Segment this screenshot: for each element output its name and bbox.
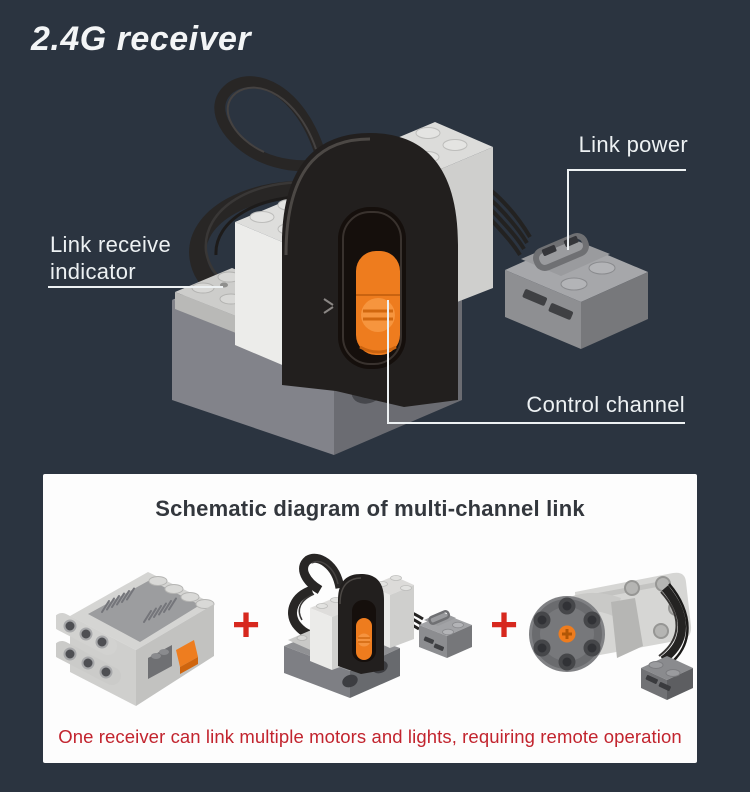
card-title: Schematic diagram of multi-channel link xyxy=(155,496,585,521)
xl-motor-image xyxy=(529,572,693,700)
annotation-line-control-channel-vertical xyxy=(387,300,389,424)
plus-icon: + xyxy=(489,599,519,652)
annotation-line-link-receive xyxy=(48,286,223,288)
schematic-card: Schematic diagram of multi-channel link xyxy=(43,474,697,763)
plus-icon: + xyxy=(231,599,261,652)
annotation-line-link-power-vertical xyxy=(567,169,569,250)
note-text: One receiver can link multiple motors an… xyxy=(58,726,682,747)
annotation-line-control-channel xyxy=(387,422,685,424)
battery-box-image xyxy=(56,572,215,706)
label-link-receive-line2: indicator xyxy=(50,259,136,284)
label-link-power: Link power xyxy=(578,132,688,157)
label-control-channel: Control channel xyxy=(526,392,685,417)
label-link-receive-indicator: Link receive indicator xyxy=(50,231,171,285)
mini-receiver-image xyxy=(284,553,472,698)
receiver-image xyxy=(172,76,648,455)
page-title: 2.4G receiver xyxy=(31,20,252,58)
label-link-receive-line1: Link receive xyxy=(50,232,171,257)
annotation-line-link-power xyxy=(567,169,686,171)
